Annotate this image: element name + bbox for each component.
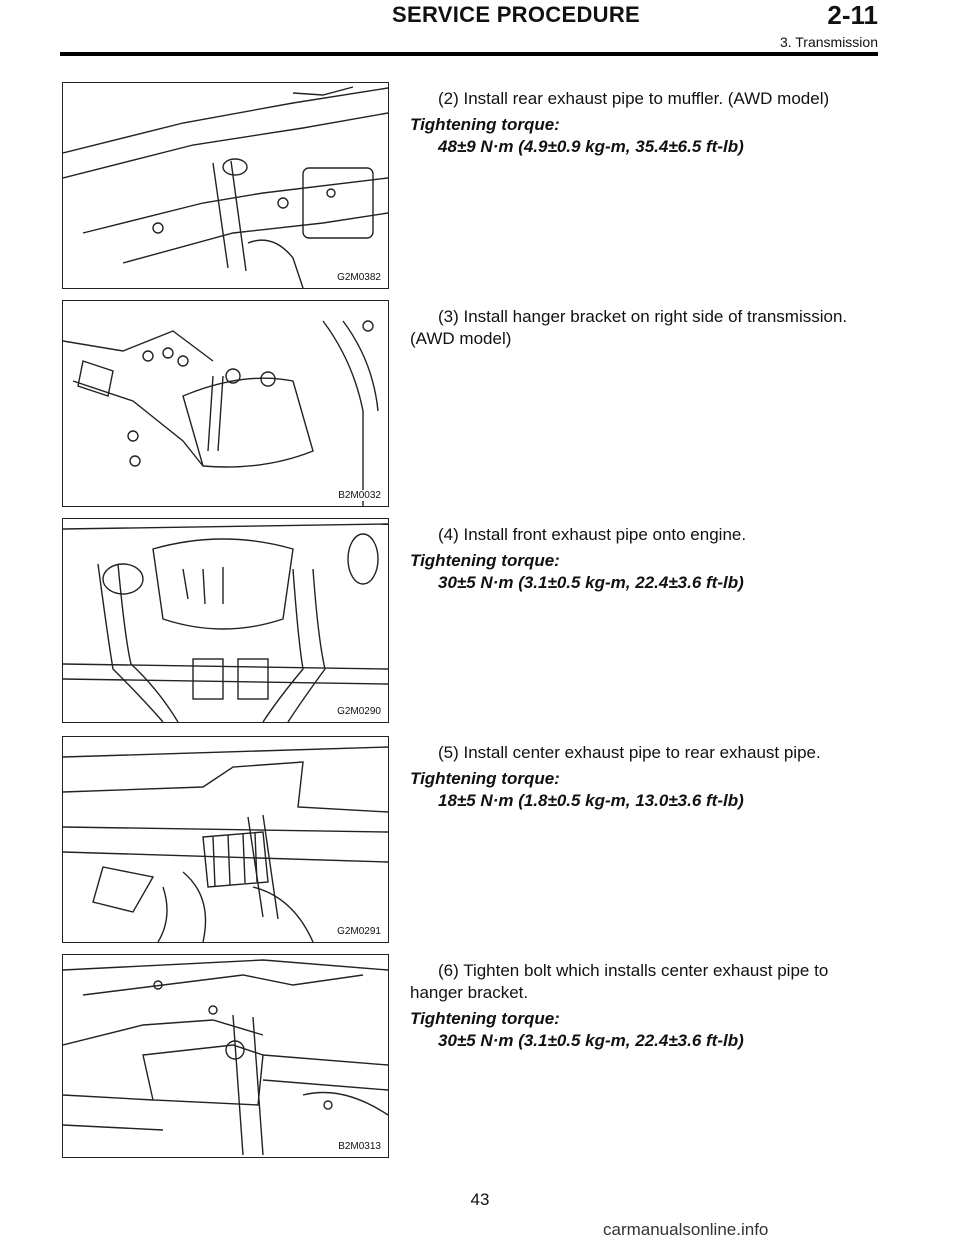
section-number: 2-11: [827, 0, 878, 30]
torque-value: 18±5 N·m (1.8±0.5 kg-m, 13.0±3.6 ft-lb): [438, 791, 744, 810]
step-3: (3) Install hanger bracket on right side…: [410, 306, 880, 350]
step-text: (5) Install center exhaust pipe to rear …: [438, 743, 821, 762]
subsection-title: 3. Transmission: [779, 34, 878, 50]
figure-hanger-bolt: B2M0313: [62, 954, 389, 1158]
header-rule: [60, 52, 878, 56]
figure-id: B2M0313: [337, 1141, 382, 1152]
step-text: (3) Install hanger bracket on right side…: [438, 307, 848, 326]
figure-illustration: [63, 320, 379, 506]
step-4: (4) Install front exhaust pipe onto engi…: [410, 524, 880, 594]
figure-exhaust-muffler: G2M0382: [62, 82, 389, 289]
torque-label: Tightening torque:: [410, 115, 560, 134]
step-text: hanger bracket.: [410, 983, 529, 1002]
torque-label: Tightening torque:: [410, 1009, 560, 1028]
page-number: 43: [470, 1190, 490, 1209]
figure-center-exhaust: G2M0291: [62, 736, 389, 943]
step-text: (AWD model): [410, 329, 512, 348]
figure-hanger-bracket: B2M0032: [62, 300, 389, 507]
figure-illustration: [63, 746, 388, 942]
torque-value: 30±5 N·m (3.1±0.5 kg-m, 22.4±3.6 ft-lb): [438, 573, 744, 592]
step-2: (2) Install rear exhaust pipe to muffler…: [410, 88, 880, 158]
step-text: (2) Install rear exhaust pipe to muffler…: [438, 89, 830, 108]
step-text: (6) Tighten bolt which installs center e…: [438, 961, 829, 980]
torque-value: 48±9 N·m (4.9±0.9 kg-m, 35.4±6.5 ft-lb): [438, 137, 744, 156]
step-text: (4) Install front exhaust pipe onto engi…: [438, 525, 747, 544]
step-6: (6) Tighten bolt which installs center e…: [410, 960, 880, 1052]
page-title: SERVICE PROCEDURE: [392, 2, 640, 27]
figure-illustration: [63, 86, 388, 288]
figure-id: G2M0291: [336, 926, 382, 937]
figure-illustration: [63, 523, 388, 722]
watermark: carmanualsonline.info: [603, 1220, 769, 1239]
figure-id: G2M0290: [336, 706, 382, 717]
torque-label: Tightening torque:: [410, 769, 560, 788]
figure-front-exhaust: G2M0290: [62, 518, 389, 723]
torque-label: Tightening torque:: [410, 551, 560, 570]
figure-id: B2M0032: [337, 490, 382, 501]
torque-value: 30±5 N·m (3.1±0.5 kg-m, 22.4±3.6 ft-lb): [438, 1031, 744, 1050]
figure-id: G2M0382: [336, 272, 382, 283]
figure-illustration: [63, 959, 388, 1156]
step-5: (5) Install center exhaust pipe to rear …: [410, 742, 880, 812]
